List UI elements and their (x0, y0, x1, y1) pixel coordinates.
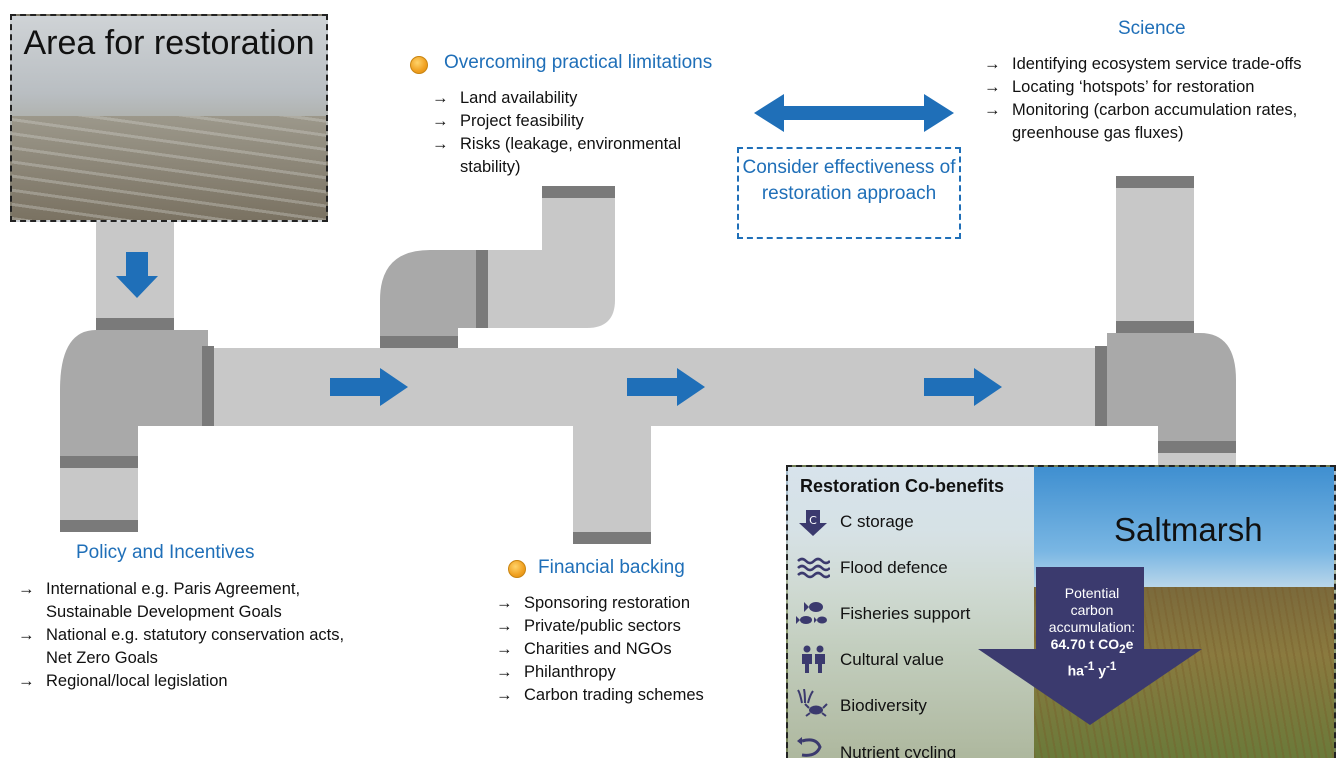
pipe-band (60, 456, 138, 468)
carbon-accumulation-arrow-icon (978, 567, 1202, 725)
list-item: Sponsoring restoration (494, 592, 764, 615)
list-item: Land availability (430, 87, 730, 110)
financial-list: Sponsoring restoration Private/public se… (494, 592, 764, 707)
science-heading: Science (1118, 18, 1186, 39)
cobenefits-title: Restoration Co-benefits (800, 476, 1005, 496)
accumulation-value-main: 64.70 t CO (1050, 636, 1120, 652)
crab-plant-icon (797, 689, 828, 717)
practical-heading: Overcoming practical limitations (444, 52, 713, 73)
accumulation-value-suffix: e (1125, 636, 1134, 652)
right-elbow-pipe (1107, 333, 1236, 445)
accumulation-line3: accumulation: (1048, 619, 1136, 635)
list-item: Philanthropy (494, 661, 764, 684)
policy-list: International e.g. Paris Agreement, Sust… (16, 578, 346, 693)
flow-arrow-2 (627, 368, 705, 406)
science-pipe (1116, 182, 1194, 327)
list-item: Charities and NGOs (494, 638, 764, 661)
pipe-band (542, 186, 615, 198)
accumulation-unit: ha-1 y-1 (1037, 658, 1147, 680)
pipe-band (96, 318, 174, 330)
pipe-band (476, 250, 488, 328)
carbon-accumulation-text: Potential carbon accumulation: 64.70 t C… (1037, 585, 1147, 679)
cobenefit-biodiversity: Biodiversity (840, 696, 927, 715)
down-flow-arrow (116, 252, 158, 298)
pipe-band (202, 346, 214, 426)
financial-bullet-icon (508, 560, 526, 578)
cobenefit-fisheries-support: Fisheries support (840, 604, 971, 623)
pipe-band (380, 336, 458, 348)
unit-y-exp: -1 (1106, 659, 1117, 673)
list-item: Private/public sectors (494, 615, 764, 638)
cobenefit-nutrient-cycling: Nutrient cycling (840, 743, 957, 758)
pipe-band (573, 532, 651, 544)
cobenefit-cultural-value: Cultural value (840, 650, 944, 669)
cobenefits-panel: Restoration Co-benefits Saltmarsh C C st… (786, 465, 1336, 758)
list-item: International e.g. Paris Agreement, Sust… (16, 578, 346, 624)
accumulation-value-sub: 2 (1119, 642, 1126, 656)
double-headed-arrow (754, 94, 954, 132)
saltmarsh-label: Saltmarsh (1114, 511, 1263, 548)
accumulation-line2: carbon (1070, 602, 1114, 618)
flow-arrow-1 (330, 368, 408, 406)
pipe-band (1158, 441, 1236, 453)
pipe-band (1116, 176, 1194, 188)
waves-icon (797, 557, 830, 579)
list-item: Locating ‘hotspots’ for restoration (982, 76, 1327, 99)
list-item: National e.g. statutory conservation act… (16, 624, 346, 670)
practical-list: Land availability Project feasibility Ri… (430, 87, 730, 179)
unit-ha: ha (1067, 662, 1084, 679)
area-title: Area for restoration (23, 24, 315, 62)
pipe-band (1095, 346, 1107, 426)
list-item: Identifying ecosystem service trade-offs (982, 53, 1327, 76)
fish-icon (796, 602, 827, 624)
list-item: Regional/local legislation (16, 670, 346, 693)
list-item: Monitoring (carbon accumulation rates, g… (982, 99, 1327, 145)
practical-elbow-pipe (380, 250, 480, 348)
financial-heading: Financial backing (538, 557, 685, 578)
cobenefit-c-storage: C storage (840, 512, 914, 531)
c-storage-arrow-icon: C (799, 510, 827, 536)
policy-heading: Policy and Incentives (76, 542, 255, 563)
c-glyph: C (809, 514, 817, 527)
area-for-restoration-photo: Area for restoration (10, 14, 328, 222)
list-item: Carbon trading schemes (494, 684, 764, 707)
science-list: Identifying ecosystem service trade-offs… (982, 53, 1327, 145)
mudflat-image (12, 116, 326, 220)
unit-ha-exp: -1 (1083, 659, 1095, 673)
pipe-band (60, 520, 138, 532)
people-icon (802, 645, 825, 673)
financial-branch-pipe (573, 426, 651, 538)
pipe-band (1116, 321, 1194, 333)
cycle-icon (797, 737, 822, 757)
list-item: Project feasibility (430, 110, 730, 133)
list-item: Risks (leakage, environmental stability) (430, 133, 730, 179)
accumulation-line1: Potential (1064, 585, 1120, 601)
practical-bullet-icon (410, 56, 428, 74)
unit-y: y (1094, 662, 1107, 679)
accumulation-value: 64.70 t CO2e (1037, 636, 1147, 658)
cobenefits-backdrop (788, 467, 1034, 758)
policy-outlet-pipe (60, 460, 138, 528)
consider-effectiveness-box: Consider effectiveness of restoration ap… (737, 147, 961, 239)
cobenefit-flood-defence: Flood defence (840, 558, 948, 577)
flow-arrow-3 (924, 368, 1002, 406)
practical-upper-pipe (488, 192, 615, 328)
